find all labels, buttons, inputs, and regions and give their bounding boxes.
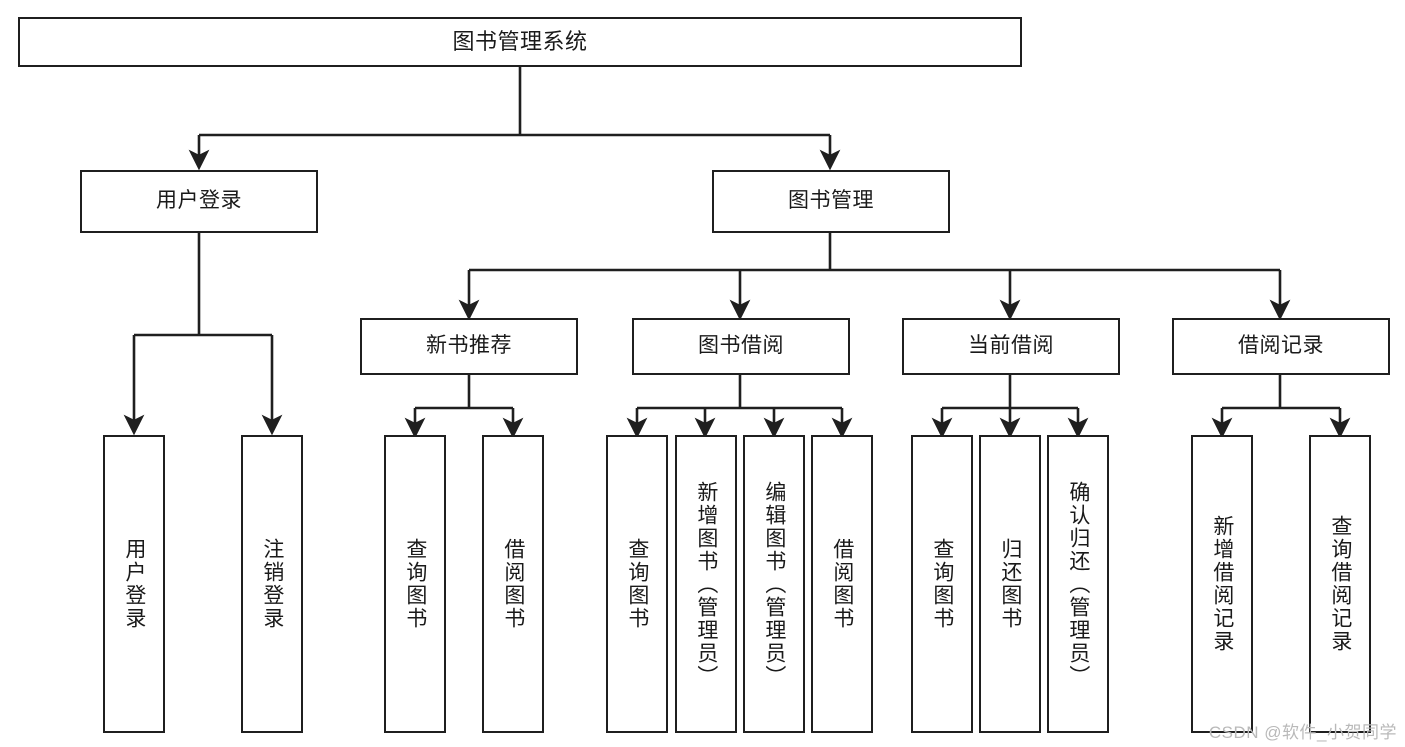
- node-root-system[interactable]: 图书管理系统: [18, 17, 1022, 67]
- leaf-add-borrow-record[interactable]: 新增借阅记录: [1191, 435, 1253, 733]
- node-label: 新书推荐: [426, 334, 512, 358]
- node-label: 用户登录: [156, 189, 242, 213]
- node-label: 当前借阅: [968, 334, 1054, 358]
- node-label: 借阅图书: [501, 538, 525, 630]
- leaf-query-book-current[interactable]: 查询图书: [911, 435, 973, 733]
- leaf-query-borrow-record[interactable]: 查询借阅记录: [1309, 435, 1371, 733]
- leaf-return-book[interactable]: 归还图书: [979, 435, 1041, 733]
- node-label: 新增借阅记录: [1210, 515, 1234, 653]
- leaf-query-book-borrow[interactable]: 查询图书: [606, 435, 668, 733]
- node-label: 图书管理系统: [452, 29, 588, 55]
- node-book-management[interactable]: 图书管理: [712, 170, 950, 233]
- node-book-borrow[interactable]: 图书借阅: [632, 318, 850, 375]
- node-label: 确认归还（管理员）: [1066, 480, 1090, 688]
- node-label: 查询借阅记录: [1328, 515, 1352, 653]
- node-label: 图书管理: [788, 189, 874, 213]
- leaf-confirm-return-admin[interactable]: 确认归还（管理员）: [1047, 435, 1109, 733]
- node-label: 图书借阅: [698, 334, 784, 358]
- node-label: 用户登录: [122, 538, 146, 630]
- node-new-book-recommend[interactable]: 新书推荐: [360, 318, 578, 375]
- leaf-query-book-recommend[interactable]: 查询图书: [384, 435, 446, 733]
- node-borrow-records[interactable]: 借阅记录: [1172, 318, 1390, 375]
- node-label: 归还图书: [998, 538, 1022, 630]
- node-label: 查询图书: [930, 538, 954, 630]
- leaf-borrow-book[interactable]: 借阅图书: [811, 435, 873, 733]
- node-user-login[interactable]: 用户登录: [80, 170, 318, 233]
- node-label: 查询图书: [403, 538, 427, 630]
- watermark: CSDN @软件_小贺同学: [1208, 723, 1397, 742]
- node-current-borrow[interactable]: 当前借阅: [902, 318, 1120, 375]
- leaf-user-login[interactable]: 用户登录: [103, 435, 165, 733]
- node-label: 编辑图书（管理员）: [762, 480, 786, 688]
- leaf-user-logout[interactable]: 注销登录: [241, 435, 303, 733]
- node-label: 借阅记录: [1238, 334, 1324, 358]
- node-label: 借阅图书: [830, 538, 854, 630]
- leaf-edit-book-admin[interactable]: 编辑图书（管理员）: [743, 435, 805, 733]
- leaf-add-book-admin[interactable]: 新增图书（管理员）: [675, 435, 737, 733]
- node-label: 新增图书（管理员）: [694, 480, 718, 688]
- node-label: 查询图书: [625, 538, 649, 630]
- node-label: 注销登录: [260, 538, 284, 630]
- leaf-borrow-book-recommend[interactable]: 借阅图书: [482, 435, 544, 733]
